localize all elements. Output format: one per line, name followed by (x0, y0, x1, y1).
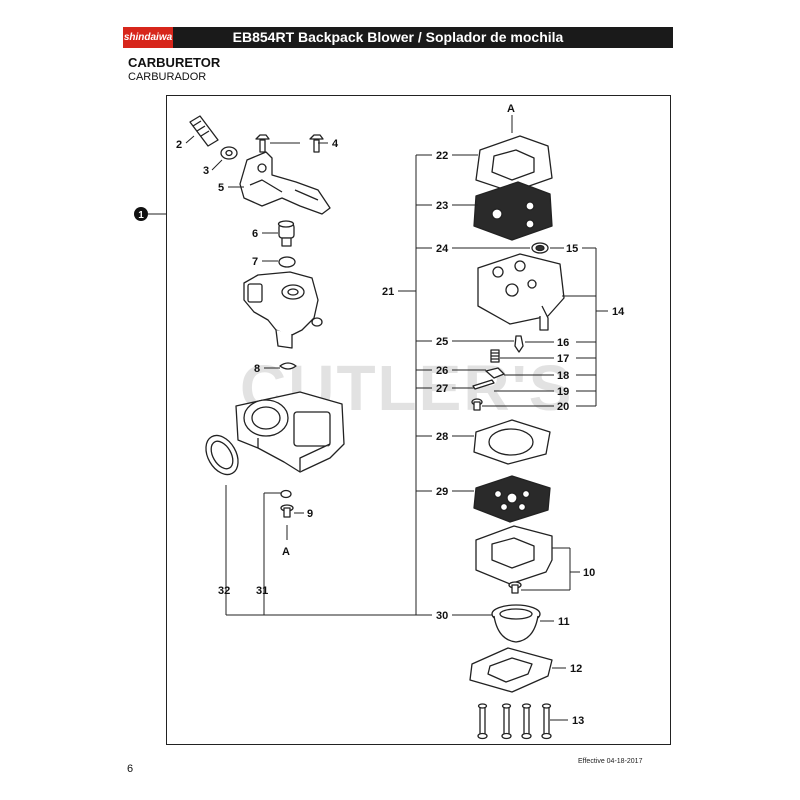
callout-25: 25 (436, 336, 448, 348)
o-ring-part (278, 256, 296, 268)
screw-part-10 (508, 581, 522, 594)
callout-20: 20 (557, 401, 569, 413)
nut-part (220, 146, 238, 160)
callout-23: 23 (436, 200, 448, 212)
bracket-plate-part (469, 647, 553, 693)
callout-7: 7 (252, 256, 258, 268)
callout-5: 5 (218, 182, 224, 194)
callout-11: 11 (558, 616, 570, 628)
section-title: CARBURETOR (128, 55, 221, 70)
callout-29: 29 (436, 486, 448, 498)
callout-13: 13 (572, 715, 584, 727)
callout-4: 4 (332, 138, 339, 150)
callout-22: 22 (436, 150, 448, 162)
diaphragm-part-23 (473, 181, 553, 241)
needle-part (514, 335, 524, 353)
screw-part-4 (255, 134, 324, 153)
callout-21: 21 (382, 286, 394, 298)
adjuster-screw-part (189, 115, 219, 147)
callout-19: 19 (557, 386, 569, 398)
callout-28: 28 (436, 431, 448, 443)
callout-26: 26 (436, 365, 448, 377)
pin-part (472, 379, 495, 390)
pump-body-part (477, 253, 565, 331)
header-bar (123, 27, 673, 48)
callout-32: 32 (218, 585, 230, 597)
callout-9: 9 (307, 508, 313, 520)
callout-3: 3 (203, 165, 209, 177)
bracket-part (239, 151, 331, 215)
page-title: EB854RT Backpack Blower / Soplador de mo… (232, 29, 564, 45)
callout-16: 16 (557, 337, 569, 349)
fitting-part (277, 220, 295, 247)
callout-6: 6 (252, 228, 258, 240)
callout-17: 17 (557, 353, 569, 365)
callout-24: 24 (436, 243, 449, 255)
effective-date: Effective 04-18-2017 (578, 758, 643, 765)
leader-lines (148, 115, 608, 721)
small-ring-part (280, 489, 292, 499)
diaphragm-part-29 (473, 475, 551, 523)
screw-part-20 (471, 398, 483, 411)
lever-part (485, 367, 505, 379)
cap-ring-part (531, 242, 549, 254)
carburetor-upper-body (243, 271, 323, 349)
long-screw-parts (477, 703, 552, 740)
callout-10: 10 (583, 567, 595, 579)
brand-logo: shindaiwa (123, 27, 173, 48)
carburetor-main-body (235, 391, 345, 473)
diagram-frame (166, 95, 671, 745)
callout-1: 1 (138, 210, 144, 221)
callout-8: 8 (254, 363, 260, 375)
cover-body-part (475, 525, 553, 585)
spring-part (490, 349, 500, 363)
callout-2: 2 (176, 139, 182, 151)
callout-27: 27 (436, 383, 448, 395)
section-subtitle: CARBURADOR (128, 71, 207, 83)
gasket-part-22 (475, 135, 553, 193)
page-number: 6 (127, 763, 134, 775)
gasket-part-28 (473, 419, 551, 465)
reference-a-bottom: A (282, 546, 290, 558)
callout-30: 30 (436, 610, 448, 622)
assembly-marker (134, 207, 148, 221)
primer-bulb-part (491, 604, 541, 643)
reference-a-top: A (507, 103, 515, 115)
callout-12: 12 (570, 663, 582, 675)
ring-gasket-part (205, 434, 239, 476)
callout-18: 18 (557, 370, 569, 382)
callout-31: 31 (256, 585, 268, 597)
clip-part (279, 362, 297, 370)
callout-15: 15 (566, 243, 578, 255)
callout-14: 14 (612, 306, 625, 318)
screw-part-9 (280, 504, 294, 518)
